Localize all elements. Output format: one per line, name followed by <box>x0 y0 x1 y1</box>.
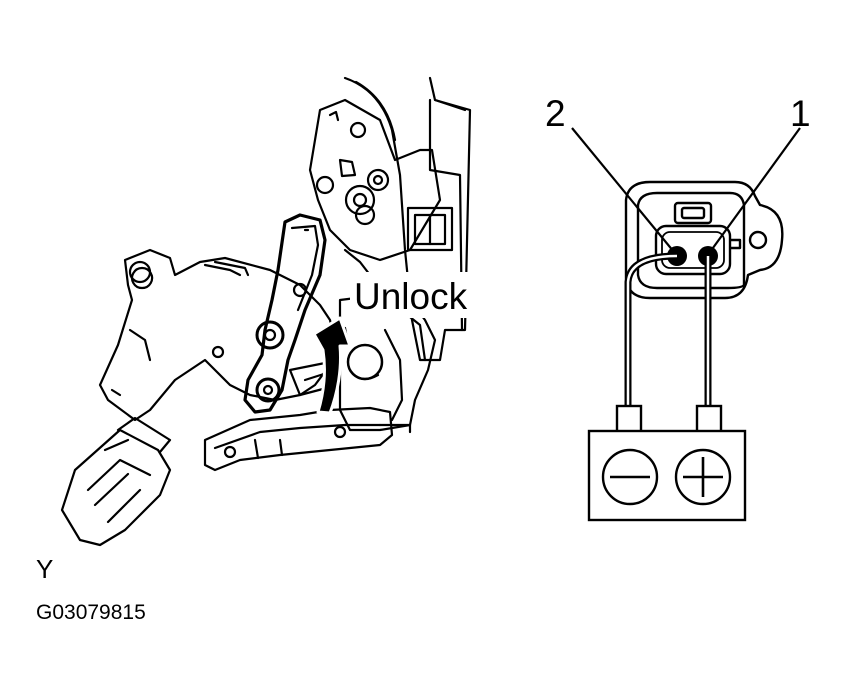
unlock-label-bg <box>350 272 482 318</box>
view-label: Y <box>36 554 53 584</box>
pin-leader-lines <box>571 127 801 253</box>
unlock-label: Unlock <box>354 276 468 317</box>
minus-symbol-icon <box>601 448 659 506</box>
battery-terminal-negative <box>615 404 643 434</box>
unlock-arrow-icon <box>312 316 352 415</box>
battery-terminal-positive <box>695 404 723 434</box>
figure-code: G03079815 <box>36 601 146 624</box>
test-leads <box>624 252 712 410</box>
door-lock-assembly <box>60 76 472 547</box>
pin-1-label: 1 <box>790 93 811 134</box>
plus-symbol-icon <box>674 448 732 506</box>
actuator-connector <box>624 180 784 300</box>
pin-2-label: 2 <box>545 93 566 134</box>
battery <box>587 404 747 522</box>
